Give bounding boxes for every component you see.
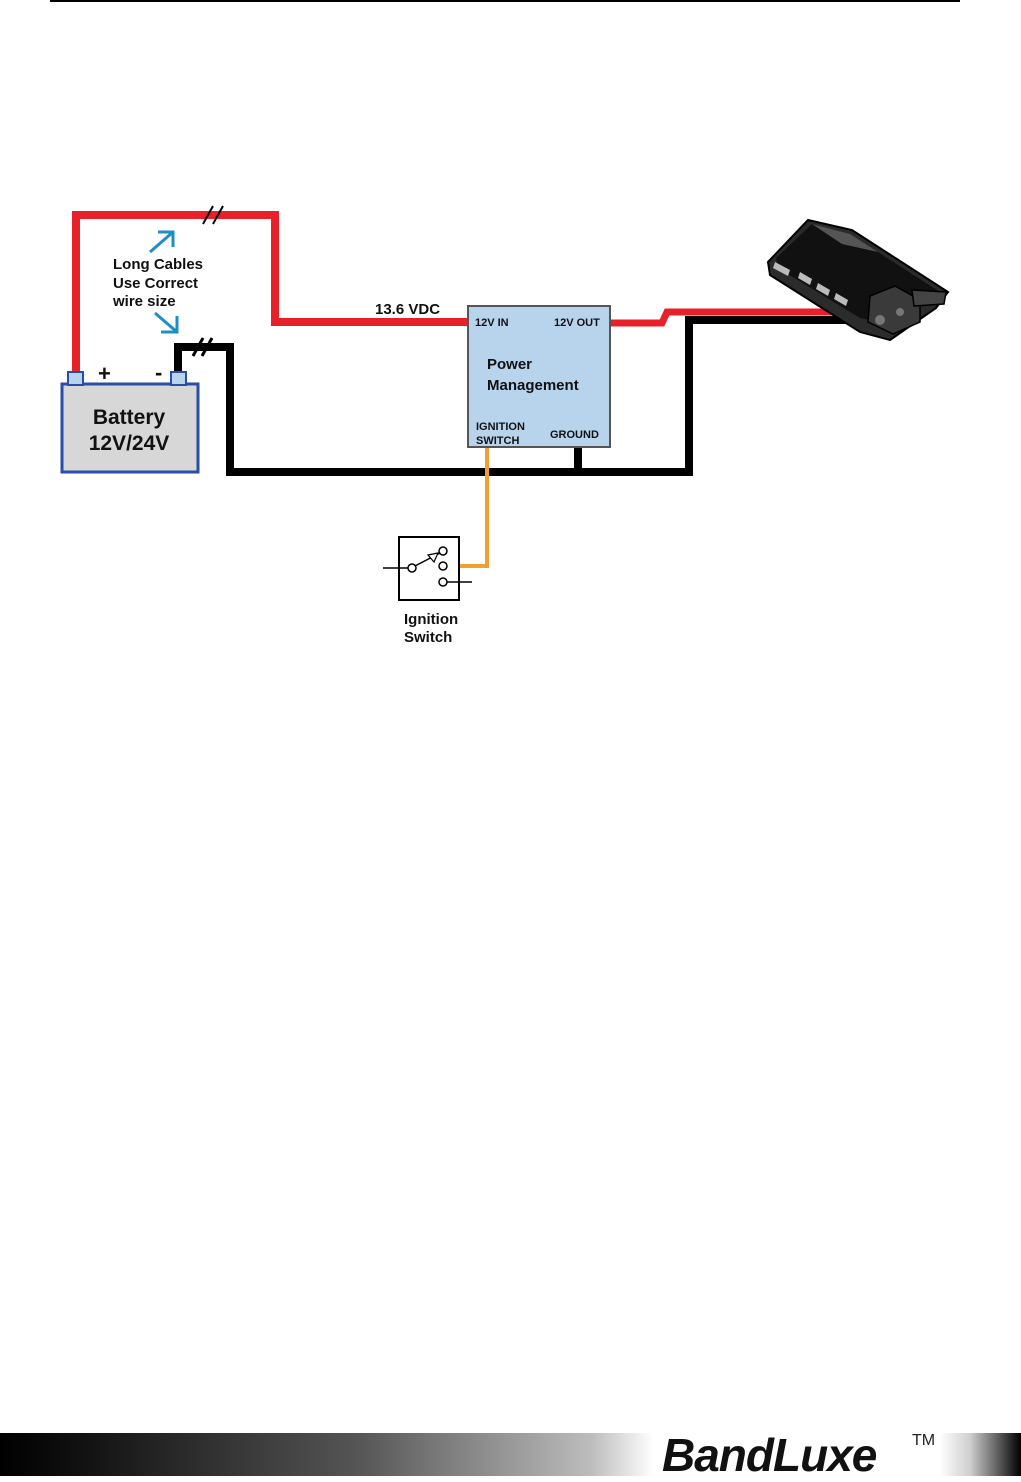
- voltage-label: 13.6 VDC: [375, 301, 440, 318]
- ignition-switch-symbol: [383, 537, 472, 600]
- long-cables-note-line-2: Use Correct: [113, 275, 198, 292]
- battery-plus-sign: +: [98, 361, 111, 386]
- battery-label: Battery: [93, 406, 166, 429]
- module-ignition-label-line-1: IGNITION: [476, 421, 525, 433]
- module-12v-out-label: 12V OUT: [554, 317, 600, 329]
- arrow-down-icon: [155, 313, 177, 332]
- battery-negative-terminal: [171, 372, 186, 385]
- module-ground-label: GROUND: [550, 429, 599, 441]
- ignition-switch-label-line-1: Ignition: [404, 611, 458, 628]
- battery-minus-sign: -: [155, 360, 162, 385]
- module-title-line-1: Power: [487, 356, 532, 373]
- battery-voltage: 12V/24V: [89, 432, 170, 455]
- long-cables-note-line-1: Long Cables: [113, 256, 203, 273]
- power-wiring-diagram: + - Battery 12V/24V Long Cables Use Corr…: [0, 0, 1021, 700]
- bandluxe-logo: BandLuxe: [662, 1428, 876, 1482]
- ignition-wire: [458, 447, 487, 566]
- module-12v-in-label: 12V IN: [475, 317, 509, 329]
- trademark-symbol: TM: [912, 1432, 935, 1450]
- long-cables-note-line-3: wire size: [112, 293, 176, 310]
- module-title-line-2: Management: [487, 377, 579, 394]
- ignition-switch-label-line-2: Switch: [404, 629, 452, 646]
- arrow-up-icon: [150, 232, 173, 252]
- module-ignition-label-line-2: SWITCH: [476, 435, 519, 447]
- battery-positive-terminal: [68, 372, 83, 385]
